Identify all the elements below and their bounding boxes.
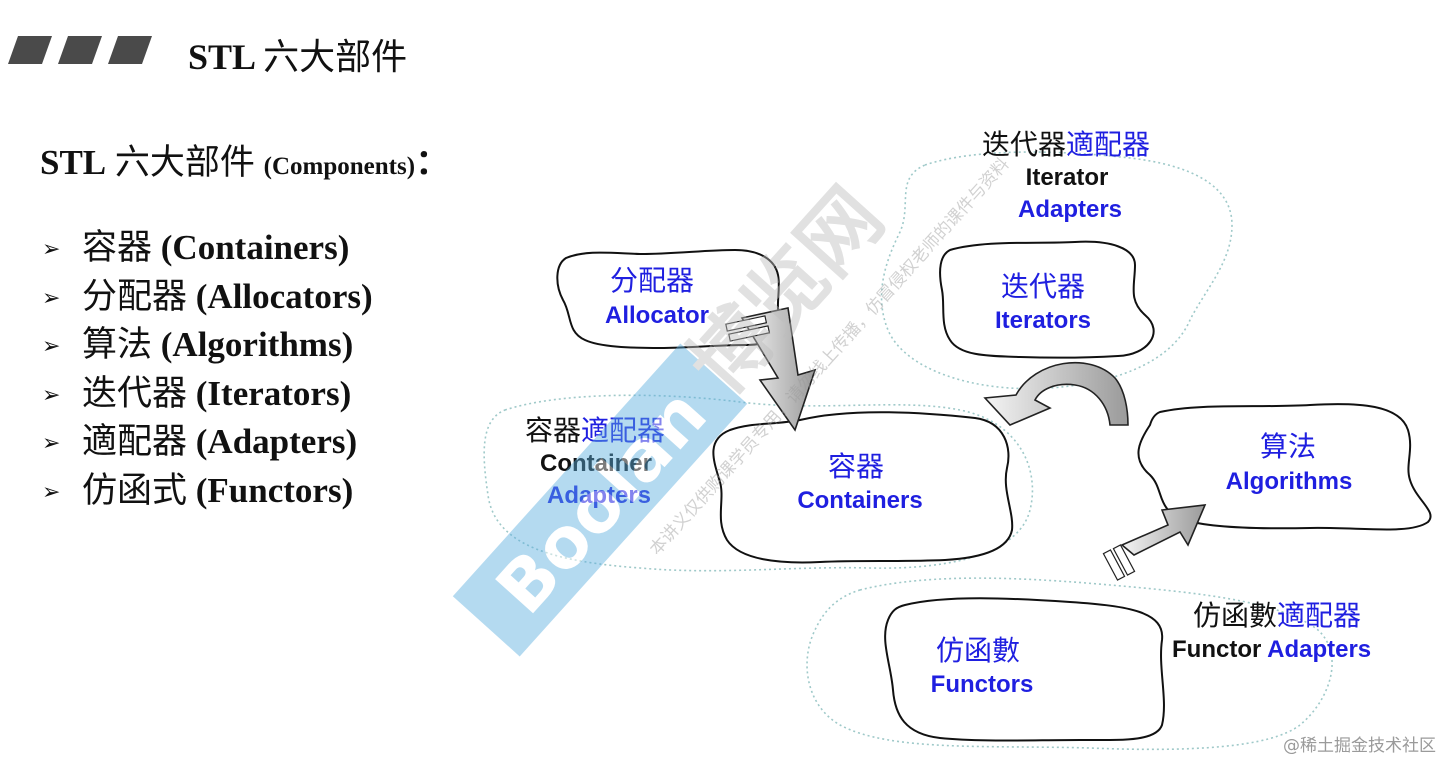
page-title: STL 六大部件 xyxy=(188,28,407,80)
list-item-cn: 迭代器 xyxy=(82,373,188,413)
list-item-en: (Algorithms) xyxy=(160,325,354,364)
components-list: ➢ 容器 (Containers) ➢ 分配器 (Allocators) ➢ 算法 (… xyxy=(42,224,373,515)
functor-adapters-en-label: Functor Adapters xyxy=(1172,636,1371,663)
iterators-en-label: Iterators xyxy=(995,307,1091,334)
functors-to-algorithms-arrow xyxy=(1102,504,1207,581)
functors-cn-label: 仿函數 xyxy=(936,635,1020,666)
list-item: ➢ 仿函式 (Functors) xyxy=(42,467,373,516)
list-item-en: (Adapters) xyxy=(195,422,358,461)
arrow-bullet-icon: ➢ xyxy=(42,334,61,359)
functors-blob xyxy=(884,597,1165,742)
list-item-cn: 容器 xyxy=(82,228,153,267)
iterator-adapters-en-blue: Adapters xyxy=(1018,196,1122,223)
algorithms-blob xyxy=(1137,403,1432,531)
containers-cn-label: 容器 xyxy=(828,451,884,482)
credit-text: @稀土掘金技术社区 xyxy=(1283,736,1436,756)
iterators-cn-label: 迭代器 xyxy=(1001,271,1085,302)
container-adapters-outline xyxy=(483,394,1034,572)
container-adapters-en-black: Container xyxy=(540,450,652,477)
allocator-to-containers-arrow xyxy=(725,307,817,432)
arrow-bullet-icon: ➢ xyxy=(42,431,61,456)
list-item: ➢ 適配器 (Adapters) xyxy=(42,418,373,467)
containers-blob xyxy=(712,411,1014,564)
list-item-cn: 分配器 xyxy=(82,276,188,316)
page-title-latin: STL xyxy=(188,37,255,77)
arrow-bullet-icon: ➢ xyxy=(42,479,61,505)
list-item-en: (Containers) xyxy=(160,228,350,267)
arrow-bullet-icon: ➢ xyxy=(42,382,61,408)
list-item: ➢ 容器 (Containers) xyxy=(42,224,373,273)
functor-adapters-cn-label: 仿函數適配器 xyxy=(1193,600,1361,631)
iterator-cycle-arrow xyxy=(983,361,1129,426)
page-title-cjk: 六大部件 xyxy=(263,37,408,77)
list-item-cn: 仿函式 xyxy=(82,470,188,510)
container-adapters-cn-label: 容器適配器 xyxy=(525,415,665,446)
functors-en-label: Functors xyxy=(931,671,1034,698)
container-adapters-en-blue: Adapters xyxy=(547,482,651,509)
components-heading-paren: (Components) xyxy=(263,153,416,180)
header-bars-decoration xyxy=(8,36,152,64)
allocator-cn-label: 分配器 xyxy=(610,265,694,296)
components-heading-colon: ： xyxy=(415,143,451,182)
list-item: ➢ 分配器 (Allocators) xyxy=(42,273,373,322)
iterators-blob xyxy=(939,240,1155,359)
containers-en-label: Containers xyxy=(797,487,922,514)
components-heading: STL 六大部件 (Components)： xyxy=(40,134,450,185)
list-item-cn: 適配器 xyxy=(82,422,188,461)
watermark: Boolan 博览网 本讲义仅供购课学员专用，请勿线上传播，仿冒侵权老师的课件与… xyxy=(452,154,1013,657)
arrow-bullet-icon: ➢ xyxy=(42,237,61,262)
algorithms-cn-label: 算法 xyxy=(1260,431,1316,462)
iterator-adapters-outline xyxy=(880,151,1233,390)
list-item: ➢ 算法 (Algorithms) xyxy=(42,321,373,370)
list-item-en: (Functors) xyxy=(195,470,354,510)
iterator-adapters-cn-label: 迭代器適配器 xyxy=(982,129,1150,160)
list-item-en: (Allocators) xyxy=(195,276,373,316)
functor-adapters-outline xyxy=(806,577,1333,751)
watermark-badge xyxy=(452,343,748,657)
algorithms-en-label: Algorithms xyxy=(1226,468,1353,495)
list-item-cn: 算法 xyxy=(82,325,153,364)
list-item: ➢ 迭代器 (Iterators) xyxy=(42,370,373,419)
allocator-en-label: Allocator xyxy=(605,302,709,329)
iterator-adapters-en-black: Iterator xyxy=(1026,164,1109,191)
list-item-en: (Iterators) xyxy=(195,373,352,413)
components-heading-latin: STL xyxy=(40,143,107,182)
arrow-bullet-icon: ➢ xyxy=(42,285,61,311)
components-heading-cjk: 六大部件 xyxy=(114,143,255,182)
